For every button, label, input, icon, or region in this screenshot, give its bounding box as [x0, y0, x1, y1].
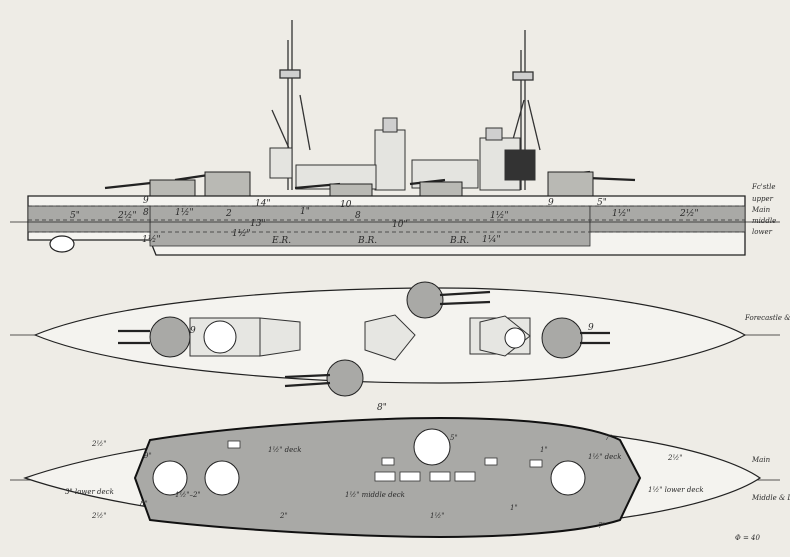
armour-mark: 1½": [430, 512, 444, 520]
armour-mark: 2: [225, 209, 232, 219]
armour-mark: 1½"–2": [175, 491, 201, 499]
armour-mark: 7": [605, 434, 613, 442]
armour-mark: 8: [355, 211, 361, 221]
armour-mark: 9: [548, 198, 554, 208]
armour-mark: 14": [255, 199, 271, 209]
armour-mark: 1½" deck: [588, 453, 621, 461]
armour-mark: 13": [250, 219, 266, 229]
profile-deck-lines: [28, 205, 745, 233]
lower-hatches: [227, 440, 543, 482]
deck-label: Fc'stle: [751, 183, 776, 191]
armour-mark: 7": [598, 522, 606, 530]
armour-mark: 1½": [232, 228, 251, 239]
armour-mark: 5": [597, 198, 607, 208]
barbette-mark: 9: [190, 326, 196, 336]
profile-deck-labels: Fc'stle upper Main middle lower: [751, 183, 776, 236]
deck-label: upper: [752, 195, 774, 203]
plan-turrets: [149, 281, 583, 397]
armour-mark: 5": [70, 211, 80, 221]
deck-label: Middle & Lower: [751, 494, 790, 502]
profile-view: 5" 2½" 9 8 1½" 2 10 1" 8 10" 14" 9 1½" 2…: [10, 20, 780, 256]
armour-belt: [27, 205, 746, 247]
compartment-label: B.R.: [357, 236, 377, 246]
deck-label: lower: [752, 228, 773, 236]
deck-label: Forecastle & upper: [744, 314, 790, 322]
armour-mark: 2½": [679, 208, 699, 219]
armour-mark: 8: [143, 208, 149, 218]
plan-guns: [118, 290, 610, 388]
armour-mark: 1½": [612, 208, 631, 219]
lower-barbettes: [152, 428, 586, 496]
armour-mark: 8": [377, 403, 387, 413]
armour-mark: 1½": [490, 210, 509, 221]
armour-mark: 10: [340, 200, 352, 210]
armour-mark: 1": [540, 446, 548, 454]
armour-mark: 10": [392, 220, 408, 230]
profile-armour-marks: 5" 2½" 9 8 1½" 2 10 1" 8 10" 14" 9 1½" 2…: [70, 196, 699, 246]
armour-mark: 1½" lower deck: [648, 486, 704, 494]
armour-mark: 1¼": [482, 234, 501, 245]
armour-mark: 2½": [91, 512, 106, 520]
armour-mark: 1½": [142, 234, 161, 245]
compartment-label: B.R.: [449, 236, 469, 246]
armour-mark: 2½": [667, 454, 682, 462]
armour-mark: 1½" middle deck: [345, 491, 405, 499]
deck-label: middle: [752, 217, 776, 225]
lower-armour-marks: 2½" 9" 1½" deck 5" 1" 1½" deck 2½" 3" lo…: [65, 434, 704, 530]
deck-label: Main: [751, 206, 771, 214]
armour-mark: 9: [143, 196, 149, 206]
deck-plan-view: 9 9 Forecastle & upper: [10, 281, 790, 397]
scale-note: Φ = 40: [735, 534, 761, 542]
armour-mark: 1": [510, 504, 518, 512]
armour-mark: 1½": [175, 207, 194, 218]
armour-mark: 1½" deck: [268, 446, 301, 454]
superstructure: [269, 117, 536, 191]
armour-mark: 2": [279, 512, 288, 520]
compartment-label: E.R.: [271, 236, 291, 246]
armour-mark: 2½": [91, 440, 106, 448]
armour-mark: 3" lower deck: [65, 488, 114, 496]
armour-mark: 9": [144, 452, 152, 460]
armour-mark: 5": [450, 434, 458, 442]
deck-label: Main: [751, 456, 771, 464]
barbette-mark: 9: [588, 323, 594, 333]
armour-mark: 8": [140, 500, 148, 508]
bow-ram: [49, 235, 75, 253]
lower-deck-plan-view: 8" 2½" 9" 1½" deck 5" 1" 1½" deck 2½" 3"…: [10, 403, 790, 542]
armour-mark: 1": [300, 207, 310, 217]
armour-mark: 2½": [117, 210, 137, 221]
